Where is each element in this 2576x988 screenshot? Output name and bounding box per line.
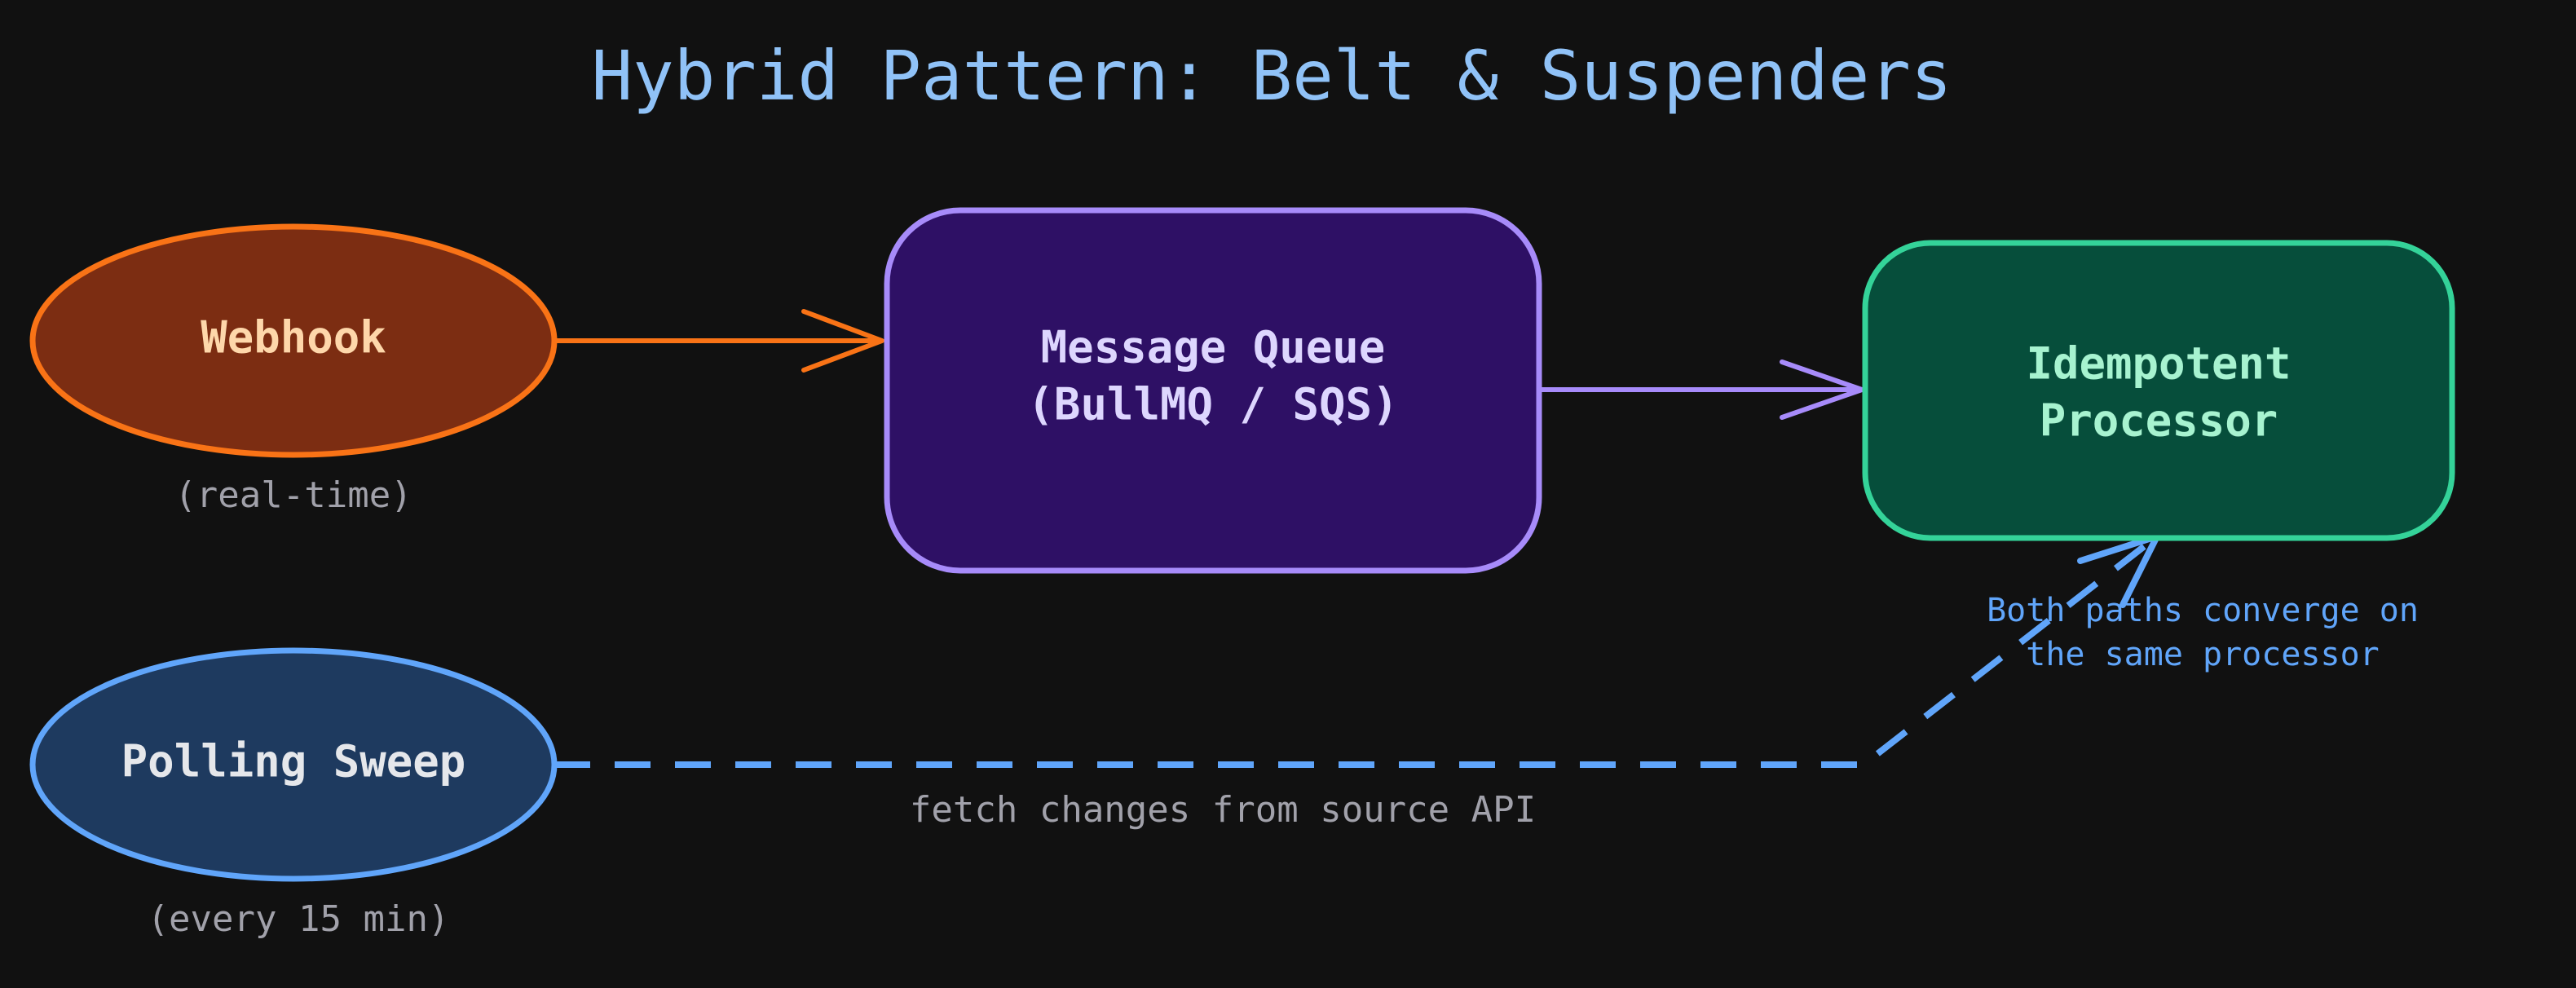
polling-sweep-caption: (every 15 min) bbox=[148, 898, 450, 940]
node-polling-sweep: Polling Sweep bbox=[29, 647, 558, 882]
message-queue-label: Message Queue bbox=[1041, 322, 1386, 373]
message-queue-box bbox=[884, 207, 1542, 574]
processor-label-line1: Idempotent bbox=[2026, 338, 2291, 390]
polling-sweep-ellipse bbox=[29, 647, 558, 882]
polling-sweep-label: Polling Sweep bbox=[121, 736, 466, 787]
edge-polling-to-processor-line bbox=[554, 533, 2159, 768]
converge-note-line1: Both paths converge on bbox=[1987, 592, 2419, 629]
edge-webhook-to-queue bbox=[554, 309, 884, 373]
node-processor: Idempotent Processor bbox=[1862, 240, 2455, 541]
processor-box bbox=[1862, 240, 2455, 541]
webhook-label: Webhook bbox=[201, 312, 386, 364]
webhook-caption: (real-time) bbox=[174, 474, 412, 516]
polling-edge-label: fetch changes from source API bbox=[910, 789, 1536, 831]
edge-queue-to-processor bbox=[1541, 359, 1864, 420]
node-message-queue: Message Queue (BullMQ / SQS) bbox=[884, 207, 1542, 574]
arrowhead-icon bbox=[801, 309, 884, 373]
webhook-ellipse bbox=[29, 223, 558, 458]
message-queue-sublabel: (BullMQ / SQS) bbox=[1027, 379, 1398, 430]
processor-label-line2: Processor bbox=[2040, 395, 2278, 447]
node-webhook: Webhook bbox=[29, 223, 558, 458]
converge-note-line2: the same processor bbox=[2026, 636, 2379, 673]
diagram-title: Hybrid Pattern: Belt & Suspenders bbox=[592, 36, 1952, 116]
arrowhead-icon bbox=[1780, 359, 1864, 420]
